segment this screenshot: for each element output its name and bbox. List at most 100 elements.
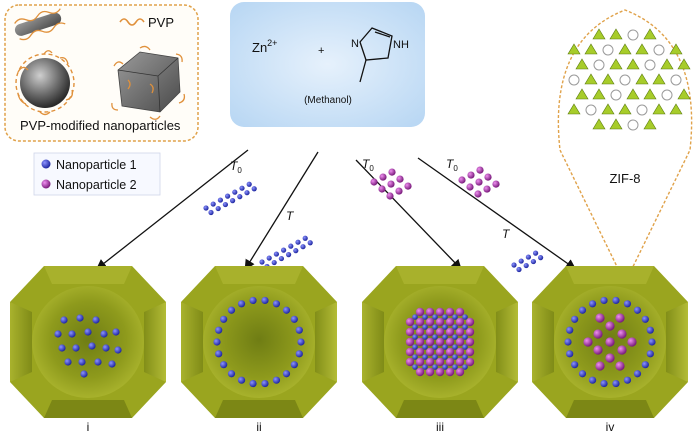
imidazole-double-bond	[374, 31, 391, 38]
nanoparticle-2	[370, 178, 378, 186]
nanoparticle-2	[415, 317, 425, 327]
nanoparticle-1	[54, 330, 62, 338]
nanoparticle-1	[412, 354, 418, 360]
nanoparticle-2	[425, 367, 435, 377]
nanoparticle-1	[222, 201, 228, 208]
nanoparticle-2	[435, 337, 445, 347]
nanoparticle-2	[615, 361, 625, 371]
crystal-right-face	[144, 302, 166, 382]
nanoparticle-2	[445, 367, 455, 377]
nanoparticle-1	[452, 344, 458, 350]
imidazolate-ring-icon	[636, 104, 648, 116]
nanoparticle-2	[474, 190, 482, 198]
zn-tetrahedron-icon	[592, 118, 606, 130]
nanoparticle-1	[297, 338, 305, 346]
nanoparticle-1	[80, 370, 88, 378]
zn-tetrahedron-icon	[609, 118, 623, 130]
arrow-to-panel-i	[95, 149, 249, 270]
nanoparticle-1	[422, 354, 428, 360]
nanoparticle-legend: Nanoparticle 1 Nanoparticle 2	[33, 152, 161, 196]
zn-tetrahedron-icon	[643, 88, 657, 100]
nanoparticle-1	[237, 376, 246, 384]
nanoparticle-2	[388, 168, 396, 176]
nanoparticle-1	[422, 314, 428, 320]
solvent-label: (Methanol)	[304, 95, 352, 106]
nanoparticle-1	[227, 370, 236, 378]
nanoparticle-1	[432, 344, 438, 350]
imidazolate-ring-icon	[593, 59, 605, 71]
nanoparticle-2	[465, 357, 475, 367]
nanoparticle-1	[442, 324, 448, 330]
nanoparticle-1	[230, 198, 236, 204]
nanoparticle-1	[462, 314, 468, 320]
nanoparticle-1	[272, 300, 281, 308]
crystal-panel-4	[532, 266, 688, 418]
nanoparticle-1	[442, 344, 448, 350]
nanoparticle-1	[302, 235, 308, 241]
t0-label-iv: T0	[446, 157, 458, 173]
nanoparticle-1	[422, 334, 428, 340]
nanoparticle-1	[215, 326, 223, 334]
nanoparticle-1	[452, 314, 458, 320]
nanoparticle-2	[617, 329, 627, 339]
nanoparticle-1	[578, 306, 587, 314]
crystal-top-face	[566, 266, 654, 284]
nanoparticle-1	[452, 354, 458, 360]
nanoparticle-1	[432, 354, 438, 360]
nanoparticle-1	[210, 201, 216, 207]
nanoparticle-1	[432, 314, 438, 320]
imidazolate-ring-icon	[627, 29, 639, 41]
legend-box	[33, 152, 161, 196]
nanoparticle-1	[462, 354, 468, 360]
nanoparticle-1	[412, 364, 418, 370]
t-label-ii: T	[286, 209, 295, 223]
nanoparticle-1	[646, 350, 654, 358]
t0-label-iii-symbol: T	[362, 157, 371, 171]
nanoparticle-1	[525, 254, 532, 260]
nanoparticle-1	[88, 342, 96, 350]
nanoparticle-1	[114, 346, 122, 354]
imidazolate-ring-icon	[619, 74, 631, 86]
imidazolate-ring-icon	[585, 104, 597, 116]
nanoparticle-1	[278, 255, 284, 262]
nanoparticle-1	[237, 194, 243, 200]
nanoparticle-2	[445, 347, 455, 357]
nanoparticle-1	[442, 354, 448, 360]
nanoparticle-1	[208, 209, 214, 216]
nanoparticle-2	[605, 337, 615, 347]
nanoparticle-2	[484, 173, 492, 181]
reaction-arrows	[95, 149, 577, 271]
nanoparticle-1	[462, 344, 468, 350]
nanoparticle-1	[600, 379, 608, 388]
nanoparticle-2	[465, 327, 475, 337]
nanoparticle-2	[465, 337, 475, 347]
nanoparticle-2	[445, 307, 455, 317]
imidazole-nh-label: NH	[393, 39, 409, 51]
nanoparticle-2	[455, 327, 465, 337]
zn-tetrahedron-icon	[592, 88, 606, 100]
t-label-iv: T	[502, 227, 511, 241]
crystal-right-face	[496, 302, 518, 382]
nanoparticle-2	[465, 317, 475, 327]
nanoparticle-1	[286, 252, 292, 258]
zn-tetrahedron-icon	[601, 103, 615, 115]
nanoparticle-2	[475, 178, 483, 186]
nanoparticle-1	[108, 360, 116, 368]
nanoparticle-2	[378, 185, 386, 193]
zn-tetrahedron-icon	[677, 88, 691, 100]
nanoparticle-1	[422, 364, 428, 370]
nanoparticle-2	[396, 175, 404, 183]
nanoparticle-1	[452, 324, 458, 330]
nanoparticle-1	[516, 266, 522, 273]
nanoparticle-1	[412, 334, 418, 340]
nanoparticle-1	[633, 306, 642, 314]
nanoparticle-2	[415, 347, 425, 357]
zn-tetrahedron-icon	[643, 28, 657, 40]
crystal-left-face	[532, 302, 554, 382]
nanoparticle-1	[246, 181, 252, 187]
nanoparticle-1	[203, 205, 209, 211]
zinc-ion-label: Zn2+	[252, 38, 277, 55]
nanoparticle-1	[442, 334, 448, 340]
nanoparticle-stream	[203, 181, 257, 216]
